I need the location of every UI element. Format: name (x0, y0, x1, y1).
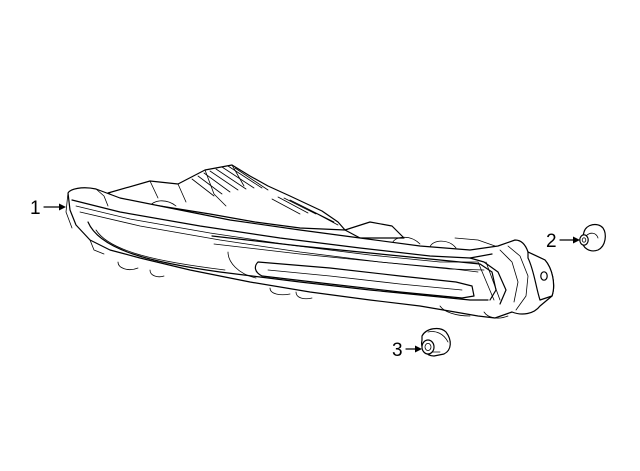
lamp-lens-body (65, 187, 555, 319)
retainer-clip-part-2[interactable] (579, 223, 606, 252)
callout-number-3: 3 (392, 340, 403, 361)
callout-number-2: 2 (546, 231, 557, 252)
callout-number-1: 1 (30, 198, 41, 219)
fog-lamp-assembly[interactable] (65, 164, 555, 319)
lamp-rear-bumps (344, 221, 496, 249)
callout-3: 3 (392, 340, 422, 361)
callout-arrowhead-1 (59, 203, 66, 211)
callout-1: 1 (30, 198, 66, 219)
callout-arrowhead-2 (573, 236, 580, 244)
callout-arrowhead-3 (415, 345, 422, 353)
callout-2: 2 (546, 231, 580, 252)
bulb-socket-part-3[interactable] (421, 327, 451, 357)
